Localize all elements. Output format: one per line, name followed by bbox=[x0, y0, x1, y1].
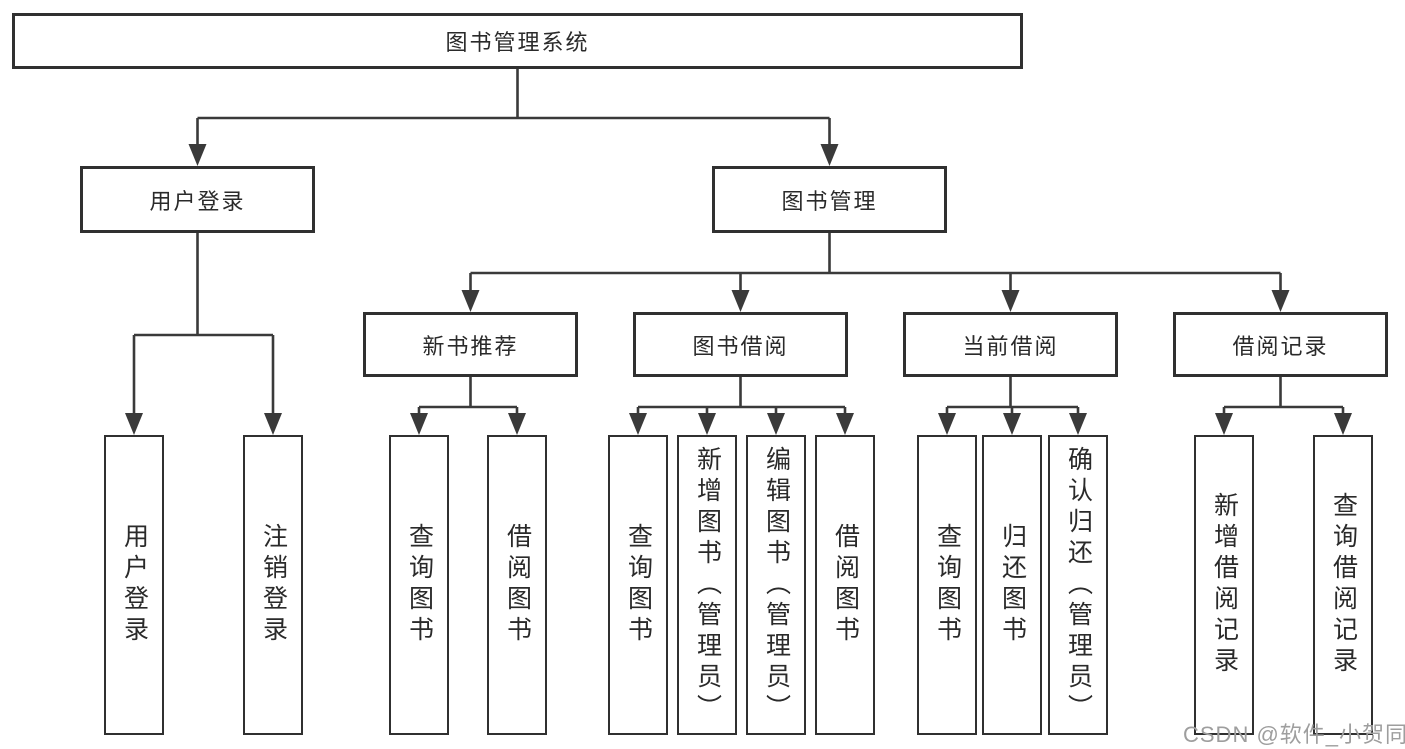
leaf-label: 归还图书 bbox=[998, 523, 1027, 647]
leaf-logout: 注销登录 bbox=[243, 435, 303, 735]
node-label: 当前借阅 bbox=[962, 333, 1059, 359]
node-book-borrowing: 图书借阅 bbox=[633, 312, 848, 377]
leaf-label: 查询图书 bbox=[624, 523, 653, 647]
leaf-label: 确认归还（管理员） bbox=[1064, 445, 1093, 725]
leaf-confirm-return-admin: 确认归还（管理员） bbox=[1048, 435, 1108, 735]
leaf-label: 查询借阅记录 bbox=[1329, 492, 1358, 678]
node-label: 借阅记录 bbox=[1232, 333, 1329, 359]
node-label: 图书借阅 bbox=[692, 333, 789, 359]
leaf-borrow-books: 借阅图书 bbox=[815, 435, 875, 735]
node-new-book-recommendation: 新书推荐 bbox=[363, 312, 578, 377]
node-label: 图书管理系统 bbox=[445, 30, 590, 55]
leaf-edit-book-admin: 编辑图书（管理员） bbox=[746, 435, 806, 735]
node-user-login: 用户登录 bbox=[80, 166, 315, 233]
node-library-management-system: 图书管理系统 bbox=[12, 13, 1023, 69]
node-book-management: 图书管理 bbox=[712, 166, 947, 233]
leaf-label: 编辑图书（管理员） bbox=[762, 445, 791, 725]
leaf-label: 用户登录 bbox=[120, 523, 149, 647]
leaf-label: 注销登录 bbox=[259, 523, 288, 647]
leaf-return-book: 归还图书 bbox=[982, 435, 1042, 735]
node-current-borrowing: 当前借阅 bbox=[903, 312, 1118, 377]
leaf-label: 新增图书（管理员） bbox=[693, 445, 722, 725]
node-label: 图书管理 bbox=[781, 188, 878, 214]
leaf-query-books: 查询图书 bbox=[389, 435, 449, 735]
leaf-query-borrow-record: 查询借阅记录 bbox=[1313, 435, 1373, 735]
leaf-borrow-books: 借阅图书 bbox=[487, 435, 547, 735]
leaf-query-books: 查询图书 bbox=[608, 435, 668, 735]
node-label: 新书推荐 bbox=[422, 333, 519, 359]
node-label: 用户登录 bbox=[149, 188, 246, 214]
leaf-label: 查询图书 bbox=[933, 523, 962, 647]
node-borrowing-records: 借阅记录 bbox=[1173, 312, 1388, 377]
leaf-add-book-admin: 新增图书（管理员） bbox=[677, 435, 737, 735]
leaf-label: 查询图书 bbox=[405, 523, 434, 647]
leaf-user-login: 用户登录 bbox=[104, 435, 164, 735]
leaf-label: 新增借阅记录 bbox=[1210, 492, 1239, 678]
leaf-query-books: 查询图书 bbox=[917, 435, 977, 735]
leaf-add-borrow-record: 新增借阅记录 bbox=[1194, 435, 1254, 735]
csdn-watermark: CSDN @软件_小贺同学 bbox=[1183, 722, 1405, 747]
leaf-label: 借阅图书 bbox=[503, 523, 532, 647]
leaf-label: 借阅图书 bbox=[831, 523, 860, 647]
